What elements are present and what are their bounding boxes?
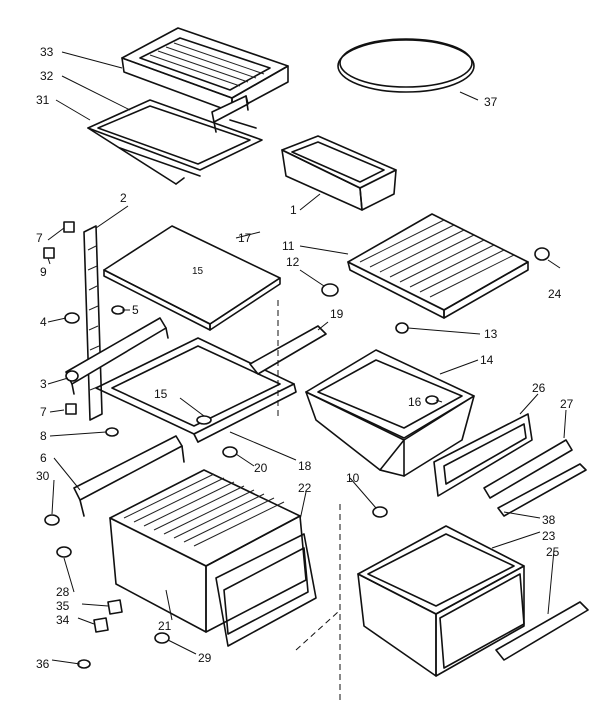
part-3-end-cap <box>65 370 79 382</box>
part-26-cover <box>433 413 533 497</box>
label-29: 29 <box>198 651 212 665</box>
label-3: 3 <box>40 377 47 391</box>
part-17-glass-shelf <box>103 225 281 331</box>
part-22-crisper-drawer <box>109 469 317 647</box>
part-18-shelf-frame <box>95 337 297 443</box>
label-7-lower: 7 <box>40 405 47 419</box>
part-24-knob <box>534 247 550 261</box>
part-15-slide <box>196 415 212 425</box>
part-7-clip-upper <box>63 221 75 233</box>
label-7-upper: 7 <box>36 231 43 245</box>
label-27: 27 <box>560 397 574 411</box>
label-22: 22 <box>298 481 312 495</box>
part-labels: 33 32 31 37 1 2 7 9 4 5 3 7 8 6 30 17 15… <box>36 45 574 671</box>
part-7-clip-lower <box>65 403 77 415</box>
label-25: 25 <box>546 545 560 559</box>
label-21: 21 <box>158 619 172 633</box>
label-16: 16 <box>408 395 422 409</box>
label-20: 20 <box>254 461 268 475</box>
part-29-roller <box>154 632 170 644</box>
part-28-roller <box>56 546 72 558</box>
part-35-clip <box>107 599 123 615</box>
part-32-divider <box>211 95 249 133</box>
part-11-wire-shelf <box>347 213 529 319</box>
label-5: 5 <box>132 303 139 317</box>
label-8: 8 <box>40 429 47 443</box>
label-30: 30 <box>36 469 50 483</box>
part-6-shelf-trim-lower <box>73 435 185 517</box>
part-25-lower-trim <box>495 601 589 661</box>
part-34-clip <box>93 617 109 633</box>
label-32: 32 <box>40 69 54 83</box>
label-33: 33 <box>40 45 54 59</box>
label-10: 10 <box>346 471 360 485</box>
label-12: 12 <box>286 255 300 269</box>
label-38: 38 <box>542 513 556 527</box>
part-12-knob <box>321 283 339 297</box>
part-6-shelf-trim-upper <box>65 317 169 395</box>
part-27-trim <box>483 439 573 499</box>
label-9: 9 <box>40 265 47 279</box>
label-28: 28 <box>56 585 70 599</box>
label-11: 11 <box>282 239 295 253</box>
part-8-screw <box>105 427 119 437</box>
label-6: 6 <box>40 451 47 465</box>
label-34: 34 <box>56 613 70 627</box>
label-18: 18 <box>298 459 312 473</box>
part-1-small-bin <box>281 135 397 211</box>
label-17: 17 <box>238 231 252 245</box>
leader-lines <box>47 51 567 665</box>
label-37: 37 <box>484 95 498 109</box>
label-15-on-glass: 15 <box>192 266 204 277</box>
part-23-lower-crisper <box>357 525 525 677</box>
label-36: 36 <box>36 657 50 671</box>
part-4-roller <box>64 312 80 324</box>
label-4: 4 <box>40 315 47 329</box>
label-23: 23 <box>542 529 556 543</box>
label-13: 13 <box>484 327 498 341</box>
part-30-roller <box>44 514 60 526</box>
part-20-knob <box>222 446 238 458</box>
part-14-deli-bin <box>305 349 475 477</box>
part-19-cover-rail <box>249 325 327 375</box>
part-13-bracket <box>395 322 409 334</box>
label-19: 19 <box>330 307 344 321</box>
label-24: 24 <box>548 287 562 301</box>
label-31: 31 <box>36 93 50 107</box>
label-1: 1 <box>290 203 297 217</box>
part-31-tray-frame <box>87 99 263 185</box>
label-14: 14 <box>480 353 494 367</box>
label-2: 2 <box>120 191 127 205</box>
part-2-ladder-rail <box>83 225 103 421</box>
dashed-guide <box>277 300 341 700</box>
label-15-frame: 15 <box>154 387 168 401</box>
label-26: 26 <box>532 381 546 395</box>
part-33-top-tray <box>121 27 289 113</box>
part-37-round-glass <box>337 38 475 93</box>
part-16-slide <box>425 395 439 405</box>
part-10-knob <box>372 506 388 518</box>
label-35: 35 <box>56 599 70 613</box>
part-9-clip <box>43 247 55 259</box>
part-38-trim <box>497 463 587 517</box>
